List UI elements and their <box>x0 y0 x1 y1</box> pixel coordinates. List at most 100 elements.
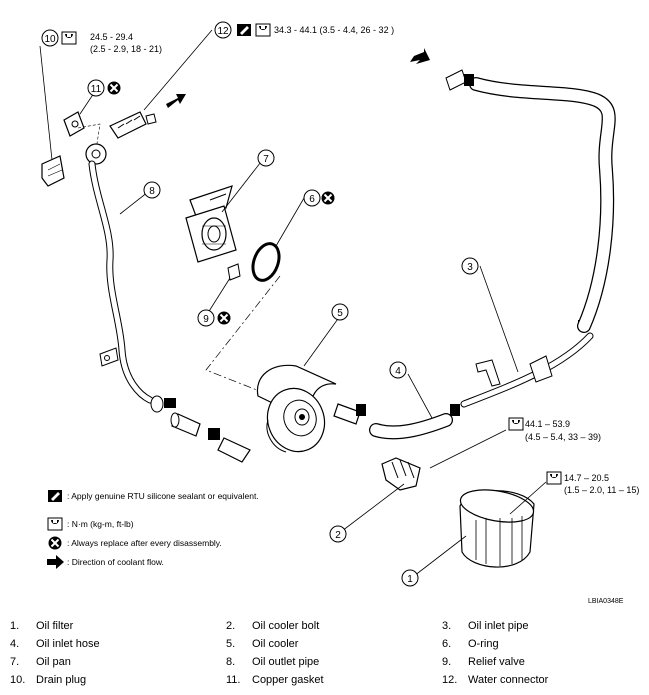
flow-arrow-hose <box>410 48 430 64</box>
water-hose <box>445 69 616 333</box>
callout-8: 8 <box>143 181 161 199</box>
oil-pan <box>185 185 237 263</box>
part-number: 7. <box>10 656 20 668</box>
torque-drain-plug-units: (2.5 - 2.9, 18 - 21) <box>90 44 162 54</box>
replace-icon <box>106 80 122 96</box>
outlet-hose <box>170 412 251 463</box>
part-name: Oil inlet hose <box>36 638 100 650</box>
part-name: Oil pan <box>36 656 71 668</box>
callout-number: 5 <box>337 308 343 319</box>
cooler-inlet-stub <box>333 403 366 425</box>
callout-9: 9 <box>197 309 215 327</box>
o-ring <box>251 242 281 282</box>
callout-4: 4 <box>389 361 407 379</box>
callout-number: 11 <box>91 84 102 95</box>
oil-inlet-hose <box>369 404 460 440</box>
part-item: 3. Oil inlet pipe <box>442 620 529 632</box>
callout-number: 3 <box>467 262 473 273</box>
legend-replace-text: : Always replace after every disassembly… <box>67 538 222 548</box>
oil-filter <box>459 489 535 568</box>
part-name: Water connector <box>468 674 549 686</box>
part-item: 11.Copper gasket <box>226 674 324 686</box>
part-number: 3. <box>442 620 452 632</box>
part-item: 5. Oil cooler <box>226 638 298 650</box>
callout-number: 6 <box>309 194 315 205</box>
part-number: 12. <box>442 674 458 686</box>
part-item: 9. Relief valve <box>442 656 525 668</box>
callout-number: 9 <box>203 314 209 325</box>
part-item: 2. Oil cooler bolt <box>226 620 319 632</box>
callout-2: 2 <box>329 525 347 543</box>
torque-cooler-bolt: 44.1 – 53.9 <box>525 419 570 429</box>
part-name: Oil filter <box>36 620 74 632</box>
water-connector <box>109 111 157 139</box>
figure-id: LBIA0348E <box>588 598 624 605</box>
flow-arrow-connector <box>166 94 186 108</box>
torque-icon <box>61 31 77 45</box>
callout-10: 10 <box>41 29 59 47</box>
part-item: 7. Oil pan <box>10 656 71 668</box>
legend-torque-text: : N·m (kg-m, ft-lb) <box>67 519 134 529</box>
part-name: Oil inlet pipe <box>468 620 529 632</box>
part-name: Oil cooler <box>252 638 299 650</box>
part-name: Copper gasket <box>252 674 324 686</box>
copper-gasket <box>63 111 85 137</box>
legend-torque-icon <box>47 517 63 531</box>
part-name: Oil cooler bolt <box>252 620 320 632</box>
callout-3: 3 <box>461 257 479 275</box>
sealant-icon <box>237 24 251 36</box>
part-number: 6. <box>442 638 452 650</box>
callout-number: 7 <box>263 154 269 165</box>
part-number: 4. <box>10 638 20 650</box>
oil-inlet-pipe <box>460 320 594 408</box>
part-number: 2. <box>226 620 236 632</box>
oil-cooler-bolt <box>381 457 421 491</box>
part-number: 5. <box>226 638 236 650</box>
callout-number: 4 <box>395 366 401 377</box>
oil-cooler <box>256 364 337 453</box>
callout-5: 5 <box>331 303 349 321</box>
part-number: 10. <box>10 674 26 686</box>
drain-plug <box>41 155 65 187</box>
callout-number: 2 <box>335 530 341 541</box>
part-item: 8. Oil outlet pipe <box>226 656 319 668</box>
part-name: Drain plug <box>36 674 87 686</box>
torque-icon <box>255 23 271 37</box>
exploded-diagram: 10 24.5 - 29.4 (2.5 - 2.9, 18 - 21) 12 3… <box>39 21 639 587</box>
torque-icon <box>508 417 524 431</box>
torque-drain-plug: 24.5 - 29.4 <box>90 32 133 42</box>
part-item: 6. O-ring <box>442 638 499 650</box>
part-item: 12. Water connector <box>442 674 548 686</box>
part-item: 4. Oil inlet hose <box>10 638 100 650</box>
legend-flow-arrow-icon <box>47 555 64 569</box>
legend-flow-text: : Direction of coolant flow. <box>67 557 164 567</box>
oil-outlet-pipe <box>85 143 176 413</box>
replace-icon <box>320 190 336 206</box>
legend-replace-icon <box>47 535 63 551</box>
part-item: 1. Oil filter <box>10 620 73 632</box>
callout-number: 10 <box>44 34 56 45</box>
replace-icon <box>216 310 232 326</box>
torque-icon <box>546 471 562 485</box>
legend-sealant-text: : Apply genuine RTU silicone sealant or … <box>67 491 259 501</box>
part-name: O-ring <box>468 638 499 650</box>
torque-oil-filter-units: (1.5 – 2.0, 11 – 15) <box>564 485 639 495</box>
part-name: Relief valve <box>468 656 525 668</box>
callout-11: 11 <box>87 79 105 97</box>
relief-valve <box>227 263 241 281</box>
part-number: 8. <box>226 656 236 668</box>
part-number: 9. <box>442 656 452 668</box>
callout-number: 8 <box>149 186 155 197</box>
legend-sealant-icon <box>48 490 62 502</box>
torque-oil-filter: 14.7 – 20.5 <box>564 473 609 483</box>
callout-number: 12 <box>217 26 229 37</box>
part-item: 10. Drain plug <box>10 674 86 686</box>
callout-number: 1 <box>407 574 413 585</box>
part-name: Oil outlet pipe <box>252 656 320 668</box>
torque-water-connector: 34.3 - 44.1 (3.5 - 4.4, 26 - 32 ) <box>274 25 394 35</box>
callout-12: 12 <box>214 21 232 39</box>
callout-1: 1 <box>401 569 419 587</box>
callout-7: 7 <box>257 149 275 167</box>
callout-6: 6 <box>303 189 321 207</box>
part-number: 1. <box>10 620 20 632</box>
